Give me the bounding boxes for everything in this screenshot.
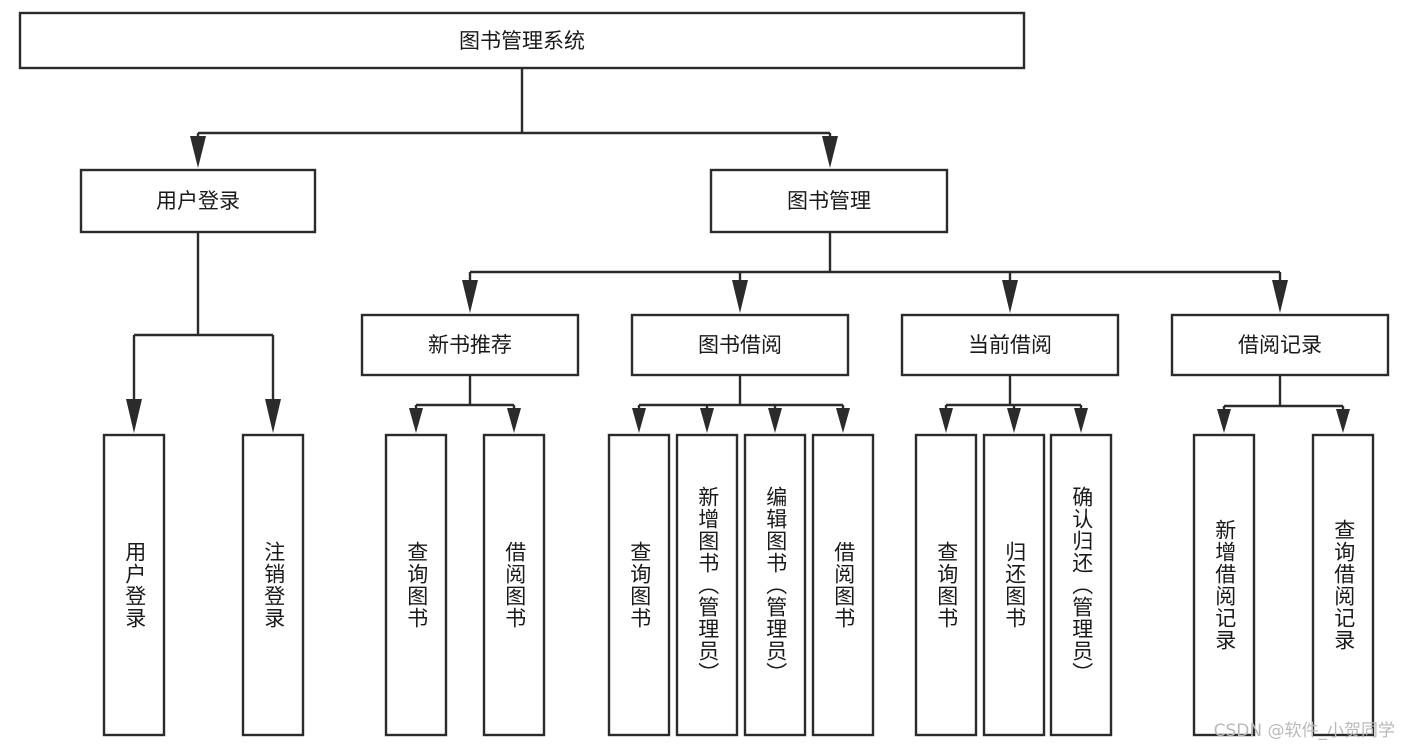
- node-root[interactable]: 图书管理系统: [18, 11, 1026, 70]
- connector-group-book-borrow: [632, 375, 850, 433]
- leaf-query-record-box[interactable]: [1311, 433, 1375, 737]
- arrow-head-to-borrow-record: [1272, 280, 1288, 313]
- arrow-head-borrow-record-leaf-1: [1217, 409, 1231, 433]
- node-current-borrow-box[interactable]: [900, 313, 1120, 377]
- arrow-head-current-borrow-leaf-2: [1007, 408, 1021, 433]
- arrow-head-to-current-borrow: [1002, 280, 1018, 313]
- node-book-manage-box[interactable]: [709, 168, 949, 234]
- node-root-label: 图书管理系统: [459, 29, 585, 53]
- node-book-borrow-box[interactable]: [630, 313, 850, 377]
- leaf-query-book-1-box[interactable]: [384, 433, 448, 737]
- node-user-login[interactable]: 用户登录: [79, 168, 317, 234]
- node-book-borrow-label: 图书借阅: [698, 333, 782, 357]
- leaf-add-record-box[interactable]: [1192, 433, 1256, 737]
- connector-group-user-login: [126, 232, 281, 433]
- csdn-watermark: CSDN @软件_小贺同学: [1213, 721, 1395, 741]
- connector-group-new-book-recommend: [409, 375, 521, 433]
- arrow-head-current-borrow-leaf-3: [1074, 408, 1088, 433]
- connector-group-root: [190, 68, 838, 168]
- connector-group-book-manage: [462, 232, 1288, 313]
- node-new-book-recommend-label: 新书推荐: [428, 333, 512, 357]
- leaf-user-login-box[interactable]: [102, 433, 166, 737]
- arrow-head-book-borrow-leaf-2: [700, 408, 714, 433]
- arrow-head-book-borrow-leaf-4: [836, 408, 850, 433]
- leaf-borrow-book-1-box[interactable]: [482, 433, 546, 737]
- node-book-manage[interactable]: 图书管理: [709, 168, 949, 234]
- leaf-return-book-box[interactable]: [982, 433, 1046, 737]
- node-current-borrow[interactable]: 当前借阅: [900, 313, 1120, 377]
- arrow-head-current-borrow-leaf-1: [939, 408, 953, 433]
- node-new-book-recommend-box[interactable]: [360, 313, 580, 377]
- arrow-head-root-to-user-login: [190, 136, 206, 168]
- arrow-head-new-book-leaf-2: [507, 408, 521, 433]
- node-borrow-record-box[interactable]: [1170, 313, 1390, 377]
- leaf-boxes: [102, 433, 1375, 737]
- node-book-manage-label: 图书管理: [787, 189, 871, 213]
- connector-group-current-borrow: [939, 375, 1088, 433]
- arrow-head-to-book-borrow: [732, 280, 748, 313]
- node-root-box[interactable]: [18, 11, 1026, 70]
- arrow-head-book-borrow-leaf-1: [632, 408, 646, 433]
- node-book-borrow[interactable]: 图书借阅: [630, 313, 850, 377]
- leaf-logout-box[interactable]: [241, 433, 305, 737]
- arrow-head-to-new-book-recommend: [462, 280, 478, 313]
- leaf-add-book-box[interactable]: [675, 433, 739, 737]
- node-user-login-box[interactable]: [79, 168, 317, 234]
- node-borrow-record-label: 借阅记录: [1238, 333, 1322, 357]
- node-borrow-record[interactable]: 借阅记录: [1170, 313, 1390, 377]
- leaf-borrow-book-2-box[interactable]: [811, 433, 875, 737]
- leaf-edit-book-box[interactable]: [743, 433, 807, 737]
- leaf-confirm-return-box[interactable]: [1049, 433, 1113, 737]
- arrow-head-user-login-leaf-2: [265, 399, 281, 433]
- connector-group-borrow-record: [1217, 375, 1350, 433]
- arrow-head-user-login-leaf-1: [126, 399, 142, 433]
- arrow-head-book-borrow-leaf-3: [768, 408, 782, 433]
- leaf-query-book-3-box[interactable]: [914, 433, 978, 737]
- arrow-head-root-to-book-manage: [822, 136, 838, 168]
- arrow-head-new-book-leaf-1: [409, 408, 423, 433]
- node-current-borrow-label: 当前借阅: [968, 333, 1052, 357]
- arrow-head-borrow-record-leaf-2: [1336, 409, 1350, 433]
- node-user-login-label: 用户登录: [156, 189, 240, 213]
- node-new-book-recommend[interactable]: 新书推荐: [360, 313, 580, 377]
- leaf-query-book-2-box[interactable]: [607, 433, 671, 737]
